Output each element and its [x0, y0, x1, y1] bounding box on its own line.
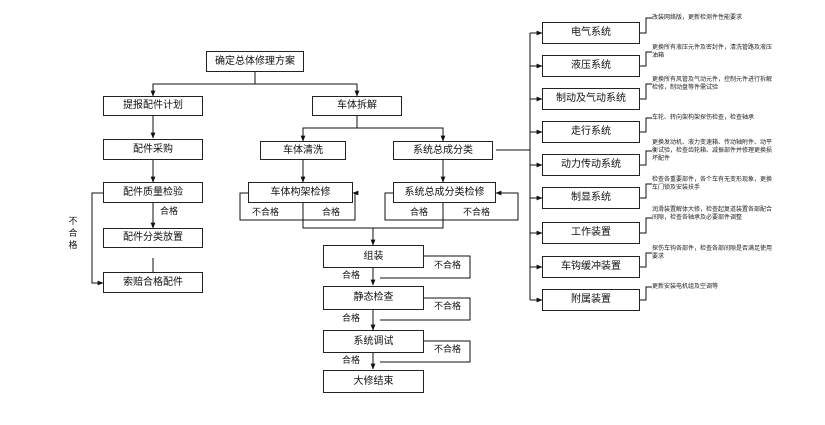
node-parts-procurement: 配件采购	[103, 139, 203, 160]
node-system-debug: 系统调试	[323, 330, 424, 353]
note-display: 检查各重要部件，各个车有无变形现象，更换车门锁及安装扶手	[652, 176, 773, 191]
system-electrical: 电气系统	[542, 22, 640, 44]
node-system-repair: 系统总成分类检修	[393, 182, 496, 203]
node-parts-plan: 提报配件计划	[103, 96, 203, 116]
label-fail-static: 不合格	[434, 302, 462, 312]
note-hydraulic: 更换所有液压元件及密封件，清洗管路及液压油箱	[652, 44, 773, 59]
label-fail-assembly: 不合格	[434, 261, 462, 271]
label-pass-quality: 合格	[160, 207, 179, 217]
label-fail-system: 不合格	[463, 208, 491, 218]
node-parts-classify-store: 配件分类放置	[103, 228, 203, 248]
system-work-device: 工作装置	[542, 222, 640, 244]
label-pass-static: 合格	[342, 314, 361, 324]
note-coupler-buffer: 探伤车钩各部件，检查各部间隙是否满足使用要求	[652, 245, 773, 260]
node-frame-repair: 车体构架检修	[248, 182, 353, 203]
node-system-breakdown: 系统总成分类	[393, 141, 493, 160]
note-work-device: 润滑装置解体大修，检查起复道装置各部配合间隙，检查各轴承及必要部件调整	[652, 206, 773, 221]
note-running-gear: 车轮、转向架构架探伤检查，检查轴承	[652, 114, 755, 121]
label-fail-frame: 不合格	[252, 208, 280, 218]
system-running-gear: 走行系统	[542, 121, 640, 143]
node-body-disassembly: 车体拆解	[312, 96, 402, 116]
label-pass-assembly: 合格	[342, 271, 361, 281]
system-power-transmission: 动力传动系统	[542, 154, 640, 176]
note-auxiliary: 更新安装电机组及空调等	[652, 283, 719, 290]
note-brake-pneumatic: 更换所有风管及气动元件，控制元件进行拆解检修，制动盘等件需试验	[652, 76, 773, 91]
system-display: 制显系统	[542, 187, 640, 209]
node-overhaul-end: 大修结束	[323, 370, 424, 393]
label-pass-frame: 合格	[322, 208, 341, 218]
system-brake-pneumatic: 制动及气动系统	[542, 88, 640, 110]
note-electrical: 改装网络版，更新检测件性能要求	[652, 14, 743, 21]
label-fail-debug: 不合格	[434, 345, 462, 355]
node-claim-qualified-parts: 索赔合格配件	[103, 272, 203, 293]
node-body-cleaning: 车体清洗	[260, 141, 346, 160]
node-parts-quality-check: 配件质量检验	[103, 182, 203, 203]
node-assembly: 组装	[323, 245, 424, 268]
label-fail-quality: 不合格	[68, 217, 78, 251]
system-hydraulic: 液压系统	[542, 55, 640, 77]
node-overall-plan: 确定总体修理方案	[206, 51, 304, 72]
note-power-transmission: 更换发动机、液力变速箱、传动轴附件、动平衡试验，检查齿轮箱、减振部件并修理更换损…	[652, 139, 773, 162]
label-pass-debug: 合格	[342, 356, 361, 366]
system-auxiliary: 附属装置	[542, 289, 640, 311]
node-static-check: 静态检查	[323, 286, 424, 310]
system-coupler-buffer: 车钩缓冲装置	[542, 256, 640, 278]
label-pass-system: 合格	[410, 208, 429, 218]
